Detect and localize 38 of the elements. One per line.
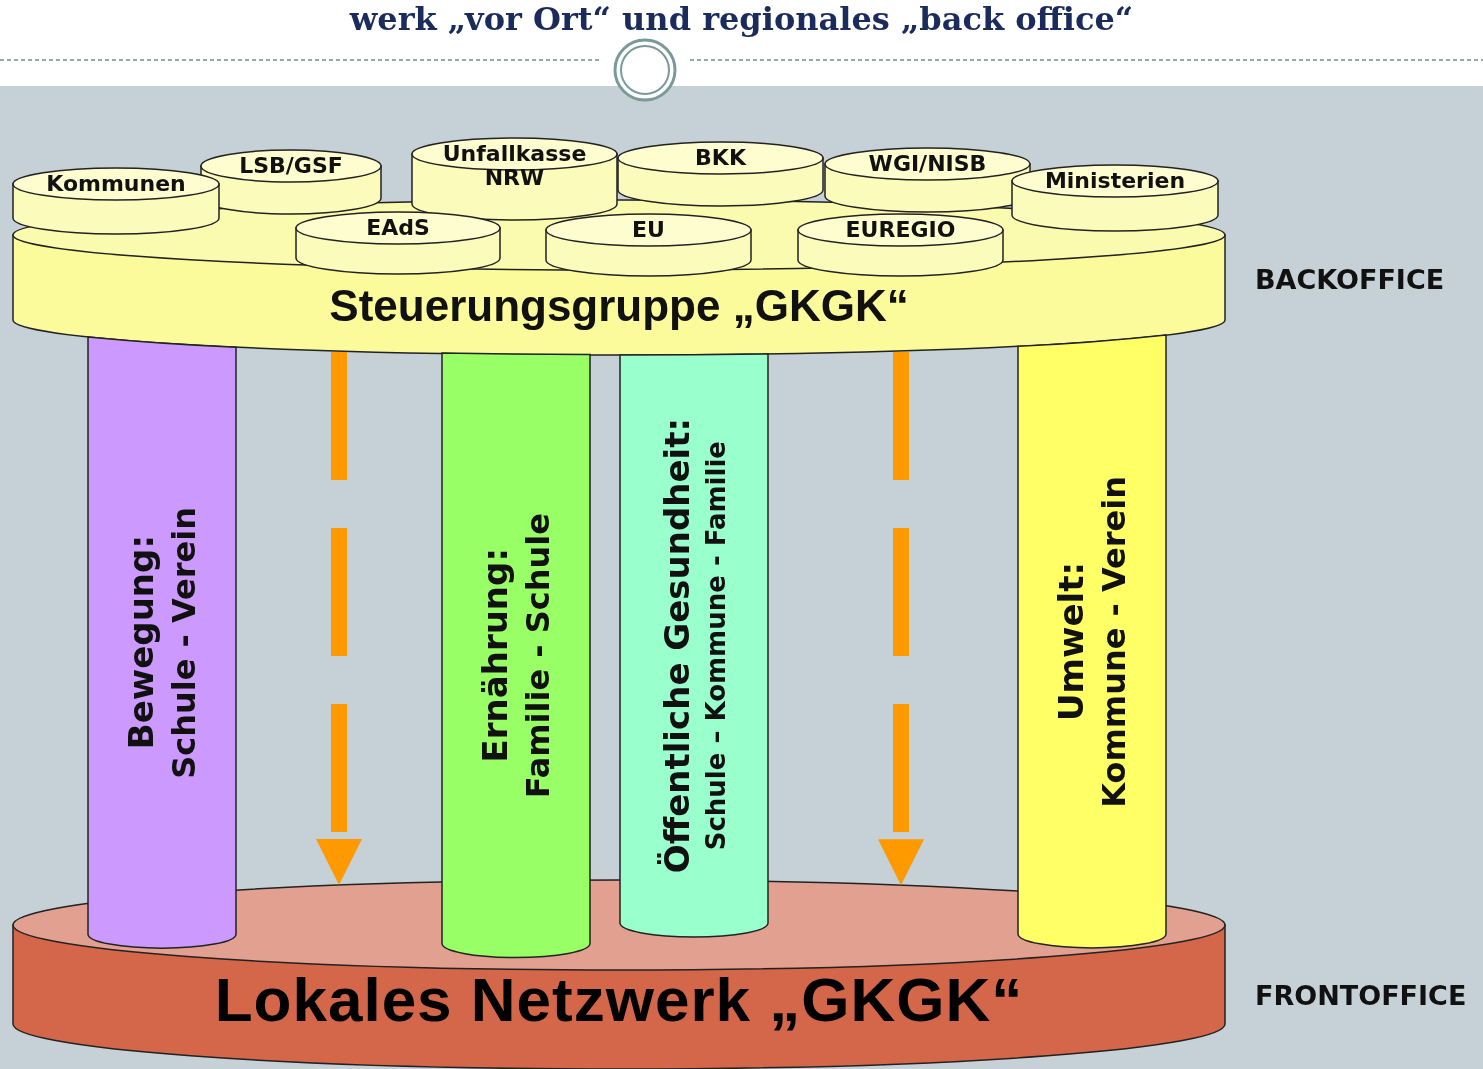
cylinder-label: EAdS <box>365 216 431 240</box>
pillar-cylinder <box>442 353 590 958</box>
title: werk „vor Ort“ und regionales „back office“ <box>348 0 1135 38</box>
cylinder <box>201 150 381 214</box>
cylinder <box>412 138 617 220</box>
cylinder <box>546 214 751 276</box>
cylinder-label: Lokales Netzwerk „GKGK“ <box>213 963 1025 1036</box>
arrow <box>316 352 362 886</box>
pillar-text: Schule – Kommune - Familie <box>701 440 731 851</box>
pillar-heading: Öffentliche Gesundheit: <box>657 417 697 874</box>
cylinder <box>618 142 823 206</box>
pillar-cylinder <box>1018 335 1166 948</box>
platform-cylinder <box>13 880 1225 1069</box>
pillar-cylinder <box>88 336 236 948</box>
tier-label: FRONTOFFICE <box>1255 980 1467 1011</box>
cylinder <box>825 148 1030 212</box>
arrow <box>878 352 924 886</box>
tier-label: BACKOFFICE <box>1255 264 1445 295</box>
cylinder-label: Kommunen <box>45 172 187 196</box>
cylinder-label: BKK <box>694 146 748 170</box>
cylinder <box>13 168 219 234</box>
cylinder-label: Steuerungsgruppe „GKGK“ <box>328 279 910 332</box>
pillar-cylinder <box>620 353 768 937</box>
pillar-text: Schule - Verein <box>165 506 203 779</box>
cylinder <box>798 214 1003 276</box>
cylinder-label: LSB/GSF <box>238 154 344 178</box>
pillar-heading: Bewegung: <box>121 535 161 750</box>
pillar-text: Familie - Schule <box>519 513 557 799</box>
cylinder-label: WGI/NISB <box>867 152 988 176</box>
cylinder-label: Ministerien <box>1043 169 1187 193</box>
cylinder <box>1012 165 1218 231</box>
pillar-heading: Ernährung: <box>475 548 515 763</box>
pillar-text: Kommune - Verein <box>1095 475 1133 808</box>
cylinder <box>296 212 500 274</box>
pillar-heading: Umwelt: <box>1051 562 1091 722</box>
cylinder-label: EUREGIO <box>844 218 957 242</box>
cylinder-label: Unfallkasse NRW <box>442 142 587 190</box>
cylinder-label: EU <box>631 218 666 242</box>
